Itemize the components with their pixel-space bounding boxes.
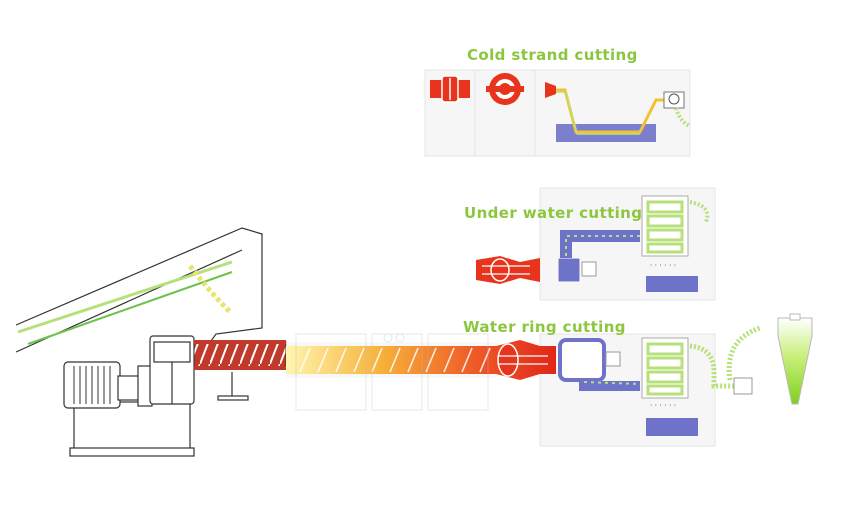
underwater-die-icon [476,256,540,284]
water-ring-chamber [558,338,606,382]
under-water-cutting-row: ' ' ' ' ' ' [476,187,716,301]
strand-die-icon [545,82,556,98]
inclined-conveyor [17,260,233,334]
water-ring-cutting-label: Water ring cutting [463,318,626,336]
melt-valve-icon [430,75,470,103]
strand-pelletizer-icon [663,91,685,109]
polymer-strand [556,88,668,134]
pellet-transfer-line [689,343,740,389]
barrel-valve-icon [497,343,519,377]
machine-base [73,401,191,453]
process-background-tiles [295,333,489,411]
underwater-chamber [557,257,581,283]
cold-strand-cutting-row [424,69,691,157]
feeder-housing [15,227,263,349]
extruder-machine [15,227,263,457]
under-water-cutting-label: Under water cutting [464,204,643,222]
svg-text:' ' ' ' ' ': ' ' ' ' ' ' [650,263,676,272]
pellet-discharge [674,107,691,128]
cold-strand-cutting-label: Cold strand cutting [467,46,638,64]
svg-text:' ' ' ' ' ': ' ' ' ' ' ' [650,403,676,412]
centrifugal-dryer-icon [641,195,689,257]
water-ring-cutting-row: ' ' ' ' ' ' [539,313,813,447]
cyclone-silo-icon [777,313,813,405]
heated-barrel [286,340,556,380]
gear-pump-icon [486,73,524,105]
water-ring-dryer-icon [641,337,689,399]
water-tank [646,276,698,292]
water-ring-tank [646,418,698,436]
feed-screw-section [193,341,287,369]
water-pellet-pipe [560,230,640,258]
